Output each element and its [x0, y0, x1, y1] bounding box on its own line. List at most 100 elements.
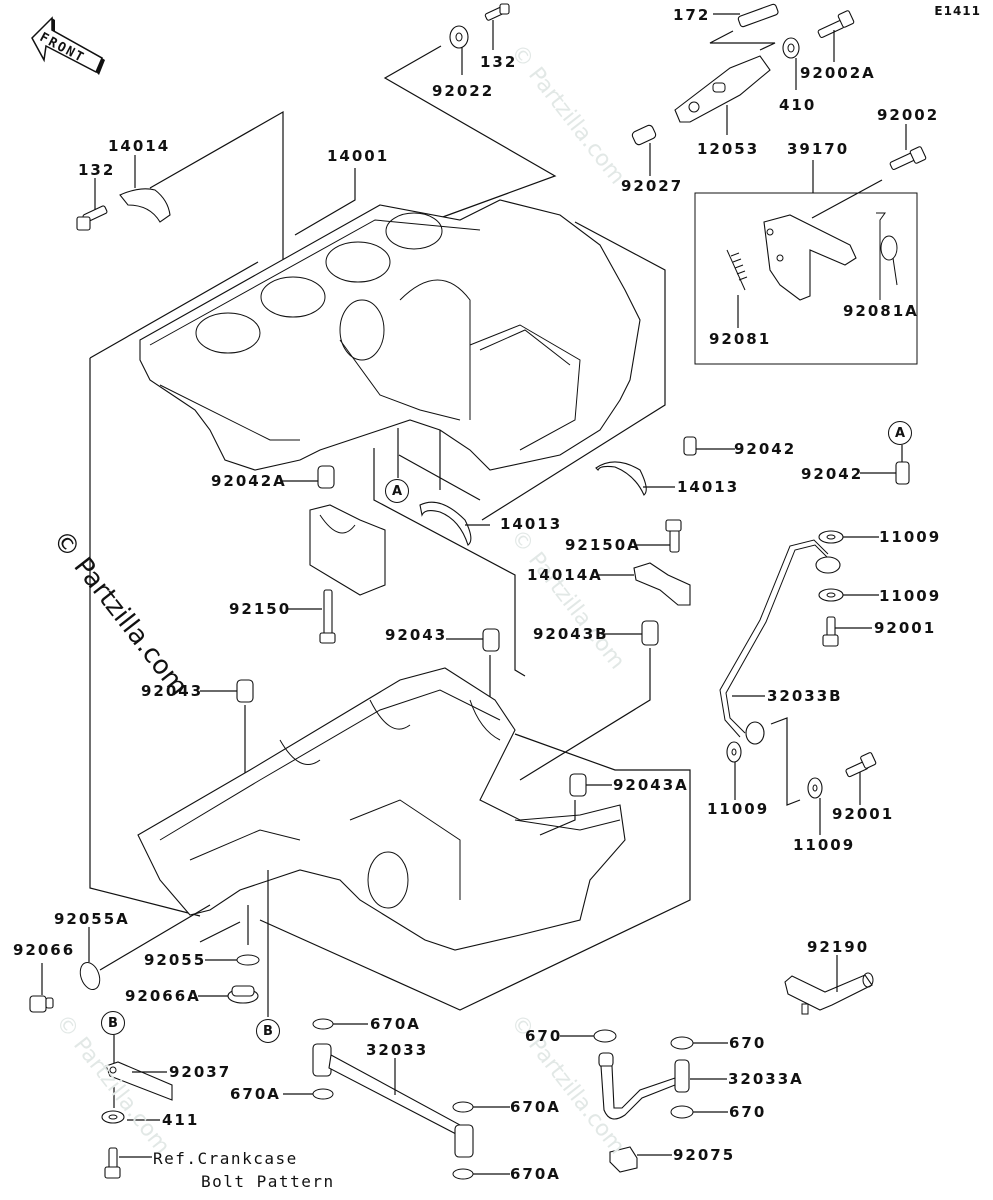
bolt-92150-icon	[319, 589, 336, 644]
part-label-670-c[interactable]: 670	[729, 1103, 767, 1121]
part-label-14014[interactable]: 14014	[108, 137, 171, 155]
bolt-92001-b-icon	[845, 752, 877, 778]
part-label-92001-a[interactable]: 92001	[874, 619, 937, 637]
part-label-92066[interactable]: 92066	[13, 941, 76, 959]
frame-lower	[259, 733, 691, 1011]
part-label-670-b[interactable]: 670	[729, 1034, 767, 1052]
part-label-411[interactable]: 411	[162, 1111, 200, 1129]
part-label-92002[interactable]: 92002	[877, 106, 940, 124]
washer-410-icon	[782, 37, 800, 59]
part-label-92043B[interactable]: 92043B	[533, 625, 609, 643]
part-label-11009-d[interactable]: 11009	[793, 836, 856, 854]
plug-92066-icon	[29, 995, 54, 1013]
dowel-92043-left-icon	[236, 679, 254, 703]
frame-left	[89, 358, 201, 917]
part-label-11009-a[interactable]: 11009	[879, 528, 942, 546]
washer-11009-b-icon	[818, 588, 844, 602]
hose-92190-icon	[784, 972, 874, 1015]
frame-upper-right	[481, 221, 666, 521]
part-label-92150[interactable]: 92150	[229, 600, 292, 618]
dowel-92042-right-icon	[895, 461, 910, 485]
part-label-92042[interactable]: 92042	[734, 440, 797, 458]
ref-bolt-icon	[104, 1147, 121, 1179]
washer-411-icon	[101, 1110, 125, 1124]
part-label-92027[interactable]: 92027	[621, 177, 684, 195]
part-label-32033A[interactable]: 32033A	[728, 1070, 804, 1088]
dowel-92042-icon	[683, 436, 697, 456]
callout-a-left[interactable]: A	[385, 479, 409, 503]
part-label-92042A[interactable]: 92042A	[211, 472, 287, 490]
callout-b-left[interactable]: B	[101, 1011, 125, 1035]
part-label-39170[interactable]: 39170	[787, 140, 850, 158]
oring-670-b-icon	[670, 1036, 694, 1050]
part-label-32033[interactable]: 32033	[366, 1041, 429, 1059]
part-label-92055[interactable]: 92055	[144, 951, 207, 969]
part-label-410[interactable]: 410	[779, 96, 817, 114]
part-label-670-a[interactable]: 670	[525, 1027, 563, 1045]
part-label-92043-mid[interactable]: 92043	[385, 626, 448, 644]
clamp-92075-icon	[609, 1146, 638, 1173]
oring-670-a-icon	[593, 1029, 617, 1043]
part-label-14001[interactable]: 14001	[327, 147, 390, 165]
part-label-92081[interactable]: 92081	[709, 330, 772, 348]
part-label-132-left[interactable]: 132	[78, 161, 116, 179]
part-label-92022[interactable]: 92022	[432, 82, 495, 100]
part-label-670A-a[interactable]: 670A	[370, 1015, 421, 1033]
washer-92022-icon	[449, 25, 469, 49]
part-label-11009-b[interactable]: 11009	[879, 587, 942, 605]
callout-a-right[interactable]: A	[888, 421, 912, 445]
part-label-670A-d[interactable]: 670A	[510, 1165, 561, 1183]
bracket-upper-case	[383, 45, 557, 219]
sleeve-92027-icon	[631, 124, 657, 146]
part-label-92150A[interactable]: 92150A	[565, 536, 641, 554]
diagram-code: E1411	[934, 4, 981, 18]
part-label-92001-b[interactable]: 92001	[832, 805, 895, 823]
callout-b-right[interactable]: B	[256, 1019, 280, 1043]
bolt-92150A-icon	[665, 519, 682, 553]
reference-note-line-1: Ref.Crankcase	[153, 1149, 298, 1168]
part-label-14013-mid[interactable]: 14013	[500, 515, 563, 533]
oring-670-c-icon	[670, 1105, 694, 1119]
part-label-670A-b[interactable]: 670A	[230, 1085, 281, 1103]
bolt-132-left-icon	[76, 205, 108, 231]
dowel-92042A-icon	[317, 465, 335, 489]
spring-92081-icon	[726, 249, 748, 291]
part-label-172[interactable]: 172	[673, 6, 711, 24]
washer-11009-a-icon	[818, 530, 844, 544]
part-label-92043-left[interactable]: 92043	[141, 682, 204, 700]
cap-92066A-icon	[227, 985, 259, 1004]
dowel-92043B-icon	[641, 620, 659, 646]
part-label-32033B[interactable]: 32033B	[767, 687, 843, 705]
part-label-92042-right[interactable]: 92042	[801, 465, 864, 483]
part-label-92037[interactable]: 92037	[169, 1063, 232, 1081]
dowel-92043-mid-icon	[482, 628, 500, 652]
part-label-132-top[interactable]: 132	[480, 53, 518, 71]
part-label-11009-c[interactable]: 11009	[707, 800, 770, 818]
strap-92037-icon	[105, 1061, 173, 1101]
part-label-92075[interactable]: 92075	[673, 1146, 736, 1164]
part-label-92190[interactable]: 92190	[807, 938, 870, 956]
thrust-washer-14013-right-icon	[595, 461, 647, 496]
part-label-14014A[interactable]: 14014A	[527, 566, 603, 584]
part-label-14013-right[interactable]: 14013	[677, 478, 740, 496]
part-label-12053[interactable]: 12053	[697, 140, 760, 158]
stud-172-icon	[737, 3, 779, 28]
part-label-670A-c[interactable]: 670A	[510, 1098, 561, 1116]
dowel-92043A-icon	[569, 773, 587, 797]
oring-92055A-icon	[79, 961, 101, 991]
oil-pipe-32033A-icon	[598, 1052, 690, 1120]
part-label-92043A[interactable]: 92043A	[613, 776, 689, 794]
oring-670A-a-icon	[312, 1018, 334, 1030]
part-label-92055A[interactable]: 92055A	[54, 910, 130, 928]
oring-670A-b-icon	[312, 1088, 334, 1100]
bearing-cap-icon	[309, 504, 386, 596]
washer-11009-c-icon	[726, 741, 742, 763]
part-label-92081A[interactable]: 92081A	[843, 302, 919, 320]
part-label-92002A[interactable]: 92002A	[800, 64, 876, 82]
bolt-92001-a-icon	[822, 616, 839, 647]
lower-crankcase-icon	[137, 667, 626, 951]
spring-92081A-icon	[876, 212, 898, 300]
tensioner-12053-icon	[674, 55, 771, 123]
part-label-92066A[interactable]: 92066A	[125, 987, 201, 1005]
